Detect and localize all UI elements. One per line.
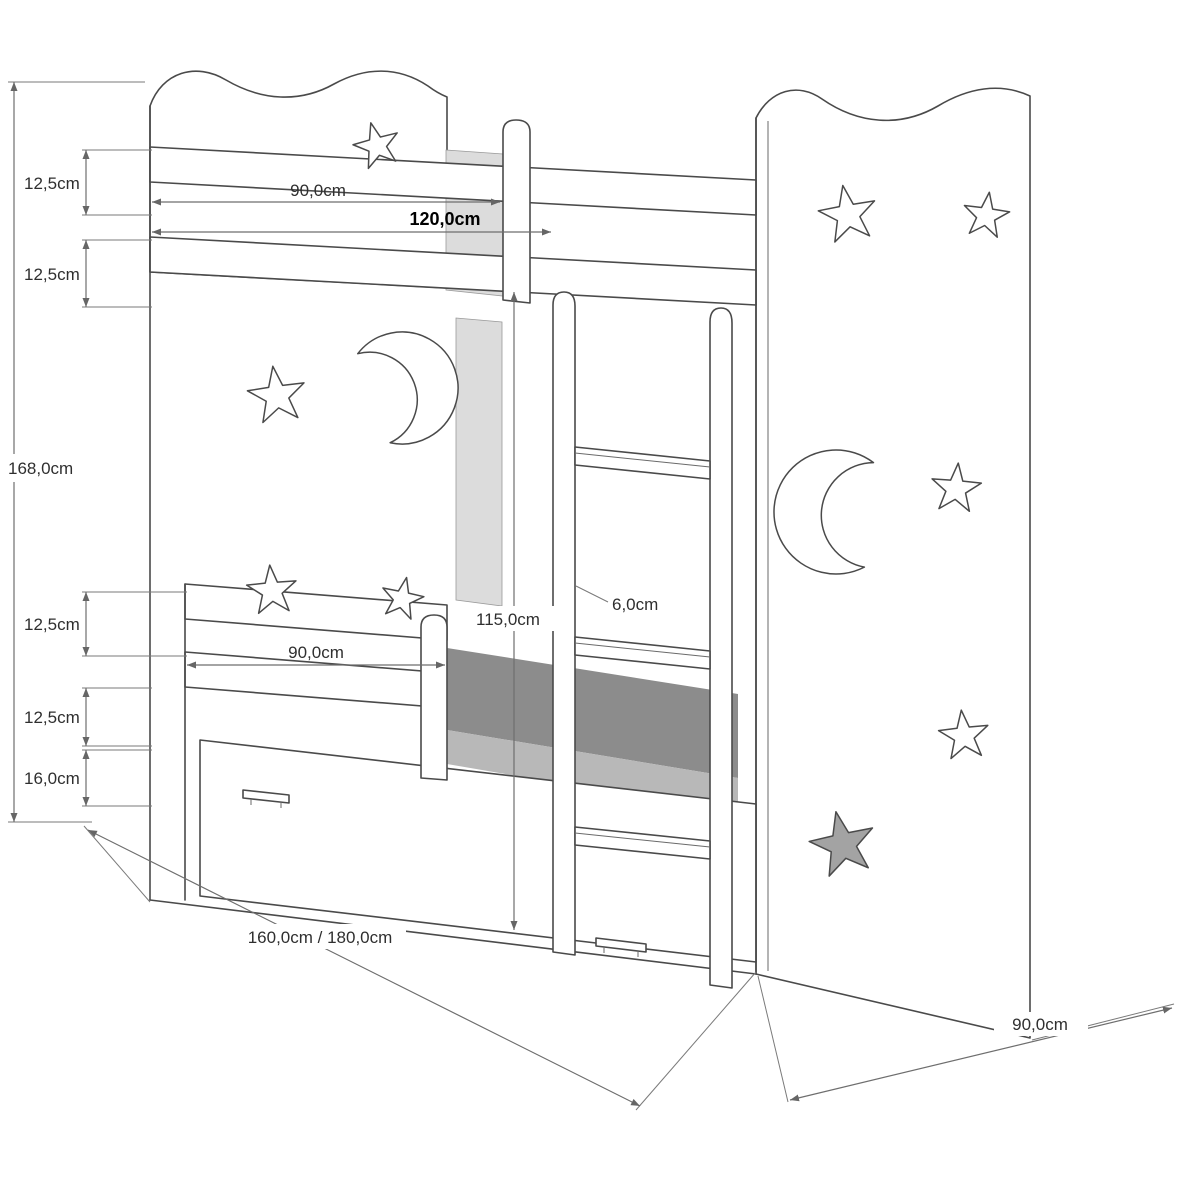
dim-label-top-width: 90,0cm: [290, 181, 346, 200]
dim-bottom-rail-b: 12,5cm: [24, 687, 152, 747]
ladder-rail-right: [709, 307, 733, 989]
dim-label-bottom-width: 90,0cm: [288, 643, 344, 662]
dim-label-bottom-rail-a: 12,5cm: [24, 615, 80, 634]
inner-partition-shade: [455, 317, 503, 607]
dim-bed-length: 160,0cm / 180,0cm: [83, 825, 757, 1111]
ladder-rung: [574, 636, 711, 670]
dim-label-total-height: 168,0cm: [8, 459, 73, 478]
dim-bed-depth: 90,0cm: [757, 975, 1175, 1103]
dim-ladder-height: 115,0cm: [458, 292, 558, 930]
dim-label-bottom-rail-b: 12,5cm: [24, 708, 80, 727]
dim-plank-thickness: 6,0cm: [575, 585, 658, 614]
dim-top-width: 90,0cm: [152, 181, 500, 206]
dim-total-height: 168,0cm: [4, 81, 145, 823]
right-end-panel: [755, 87, 1031, 1039]
dim-label-bed-length: 160,0cm / 180,0cm: [248, 928, 393, 947]
ladder-rung: [574, 446, 711, 480]
dim-label-plank-thickness: 6,0cm: [612, 595, 658, 614]
dim-label-top-rail-a: 12,5cm: [24, 174, 80, 193]
bottom-front-post: [420, 614, 448, 781]
drawer-handle-left: [242, 789, 290, 808]
dim-label-top-rail-b: 12,5cm: [24, 265, 80, 284]
center-front-post: [502, 119, 531, 304]
star-cutout: [245, 362, 309, 424]
dim-label-bed-depth: 90,0cm: [1012, 1015, 1068, 1034]
ladder-rail-left: [552, 291, 576, 956]
dim-bottom-width: 90,0cm: [187, 643, 445, 669]
dim-drawer-height: 16,0cm: [24, 749, 152, 807]
dim-label-ladder-height: 115,0cm: [476, 610, 540, 629]
dim-top-length: 120,0cm: [152, 209, 551, 236]
ladder: [552, 291, 733, 989]
dim-top-rail-a: 12,5cm: [24, 149, 152, 216]
dim-label-top-length: 120,0cm: [409, 209, 480, 229]
bottom-bunk-base-shade: [447, 648, 738, 778]
right-panel-face: [755, 87, 1031, 1039]
dim-top-rail-b: 12,5cm: [24, 239, 152, 308]
dim-label-drawer-height: 16,0cm: [24, 769, 80, 788]
dim-bottom-rail-a: 12,5cm: [24, 591, 187, 657]
